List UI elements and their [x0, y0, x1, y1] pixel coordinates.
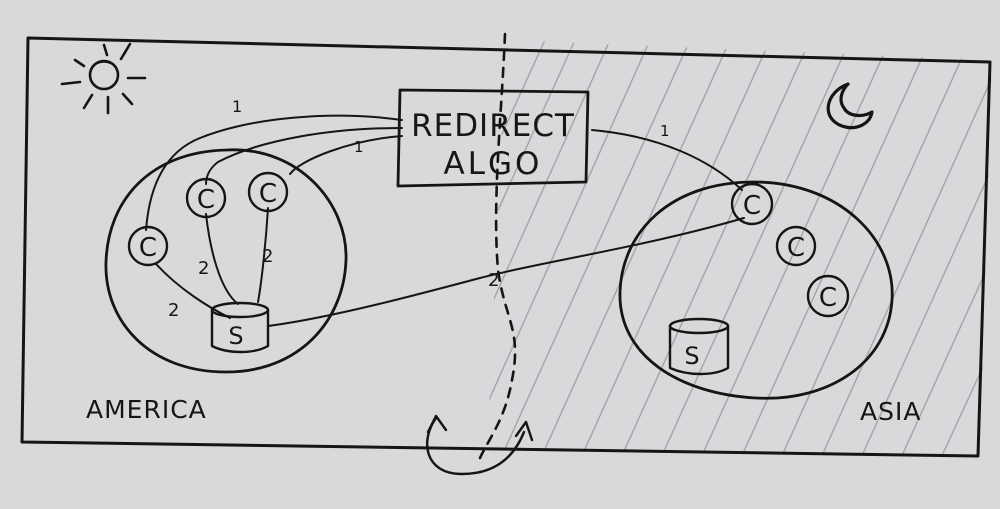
edge-label-step2: 2 — [262, 246, 273, 267]
day-night-divider — [478, 32, 517, 460]
edge-label-step2: 2 — [198, 258, 209, 279]
edge-label-step2: 2 — [168, 300, 179, 321]
america-server-node: S — [210, 301, 270, 354]
night-hatching — [487, 40, 992, 455]
svg-text:C: C — [139, 233, 157, 263]
asia-region-circle — [618, 180, 894, 400]
sun-icon — [60, 42, 147, 115]
svg-text:C: C — [197, 185, 215, 215]
asia-client-node: C — [806, 274, 850, 318]
redirect-algo-line1: REDIRECT — [411, 108, 575, 144]
svg-text:C: C — [787, 233, 805, 263]
svg-text:C: C — [743, 191, 761, 221]
asia-label: ASIA — [860, 397, 921, 426]
america-client-node: C — [127, 225, 169, 267]
redirect-algo-box: REDIRECT ALGO — [396, 88, 590, 188]
america-region-circle — [104, 148, 348, 374]
asia-client-node: C — [730, 182, 774, 226]
edge-label-step1: 1 — [232, 97, 242, 116]
svg-text:S: S — [684, 342, 699, 370]
edge-label-step1: 1 — [660, 122, 670, 140]
rotation-arrows-icon — [426, 414, 534, 476]
america-label: AMERICA — [86, 395, 207, 424]
edge-label-step2: 2 — [488, 270, 499, 291]
svg-text:C: C — [819, 283, 837, 313]
asia-server-node: S — [668, 317, 730, 376]
server-connections — [155, 207, 745, 327]
svg-text:S: S — [228, 322, 243, 350]
redirect-connections — [145, 114, 743, 231]
svg-text:C: C — [259, 179, 277, 209]
world-frame — [20, 36, 992, 458]
edge-label-step1: 1 — [354, 138, 364, 156]
asia-client-node: C — [775, 225, 817, 267]
moon-icon — [826, 82, 874, 130]
america-client-node: C — [247, 171, 289, 213]
america-client-node: C — [185, 177, 227, 219]
redirect-algo-line2: ALGO — [444, 146, 543, 182]
